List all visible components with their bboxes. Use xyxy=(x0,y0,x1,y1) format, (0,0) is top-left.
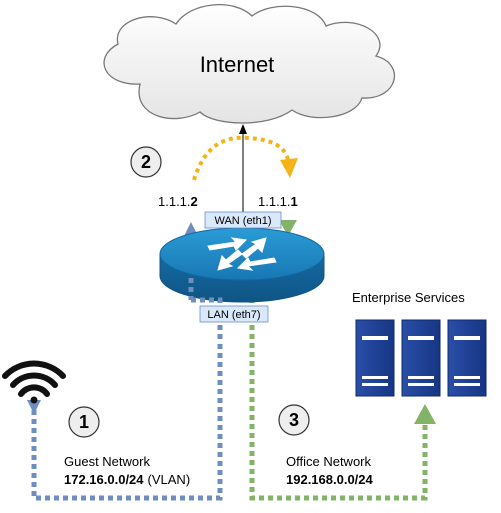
guest-public-ip: 1.1.1.2 xyxy=(158,194,198,209)
internet-label: Internet xyxy=(200,52,275,77)
guest-network-subnet-line: 172.16.0.0/24 (VLAN) xyxy=(64,472,190,487)
wan-label-text: WAN (eth1) xyxy=(214,215,271,227)
router-arrows-icon xyxy=(207,237,277,271)
cloud-shape xyxy=(103,4,395,124)
nat-arrow-curve xyxy=(192,135,290,181)
office-ip-suffix: 1 xyxy=(291,194,298,209)
enterprise-services-title: Enterprise Services xyxy=(352,290,465,305)
step-badge-1-label: 1 xyxy=(79,412,89,432)
guest-path-drop xyxy=(191,297,223,340)
wan-port-label: WAN (eth1) xyxy=(204,211,282,229)
office-network-label: Office Network 192.168.0.0/24 xyxy=(286,454,374,487)
step-badge-2: 2 xyxy=(130,146,162,178)
internet-cloud: Internet xyxy=(103,4,395,124)
server-icon-1 xyxy=(355,319,395,397)
server-icon-3 xyxy=(447,319,487,397)
guest-network-title: Guest Network xyxy=(64,454,150,469)
guest-network-label: Guest Network 172.16.0.0/24 (VLAN) xyxy=(64,454,190,487)
office-network-subnet: 192.168.0.0/24 xyxy=(286,472,374,487)
step-badge-3: 3 xyxy=(278,404,310,436)
router xyxy=(159,227,325,303)
guest-arrowhead-wifi xyxy=(27,400,41,414)
nat-arrow xyxy=(192,135,298,181)
wan-label-box xyxy=(204,211,282,229)
guest-network-tag: (VLAN) xyxy=(148,472,191,487)
office-public-ip: 1.1.1.1 xyxy=(258,194,298,209)
step-badge-1: 1 xyxy=(68,406,100,438)
office-path-line xyxy=(249,280,428,501)
office-arrowhead-down xyxy=(279,220,297,236)
enterprise-services: Enterprise Services xyxy=(352,290,487,397)
server-icon-2 xyxy=(401,319,441,397)
step-badge-2-label: 2 xyxy=(141,152,151,172)
guest-network-subnet: 172.16.0.0/24 xyxy=(64,472,144,487)
office-arrowhead-up xyxy=(414,404,436,424)
lan-label-box xyxy=(199,305,269,323)
lan-port-label: LAN (eth7) xyxy=(199,305,269,323)
office-network-title: Office Network xyxy=(286,454,372,469)
uplink-arrowhead-top xyxy=(239,124,247,134)
step-badge-3-label: 3 xyxy=(289,410,299,430)
guest-ip-prefix: 1.1.1. xyxy=(158,194,191,209)
office-ip-prefix: 1.1.1. xyxy=(258,194,291,209)
guest-ip-suffix: 2 xyxy=(191,194,198,209)
guest-path-line xyxy=(31,340,223,501)
wifi-icon xyxy=(2,360,66,404)
lan-label-text: LAN (eth7) xyxy=(207,309,260,321)
nat-arrowhead xyxy=(280,158,298,178)
